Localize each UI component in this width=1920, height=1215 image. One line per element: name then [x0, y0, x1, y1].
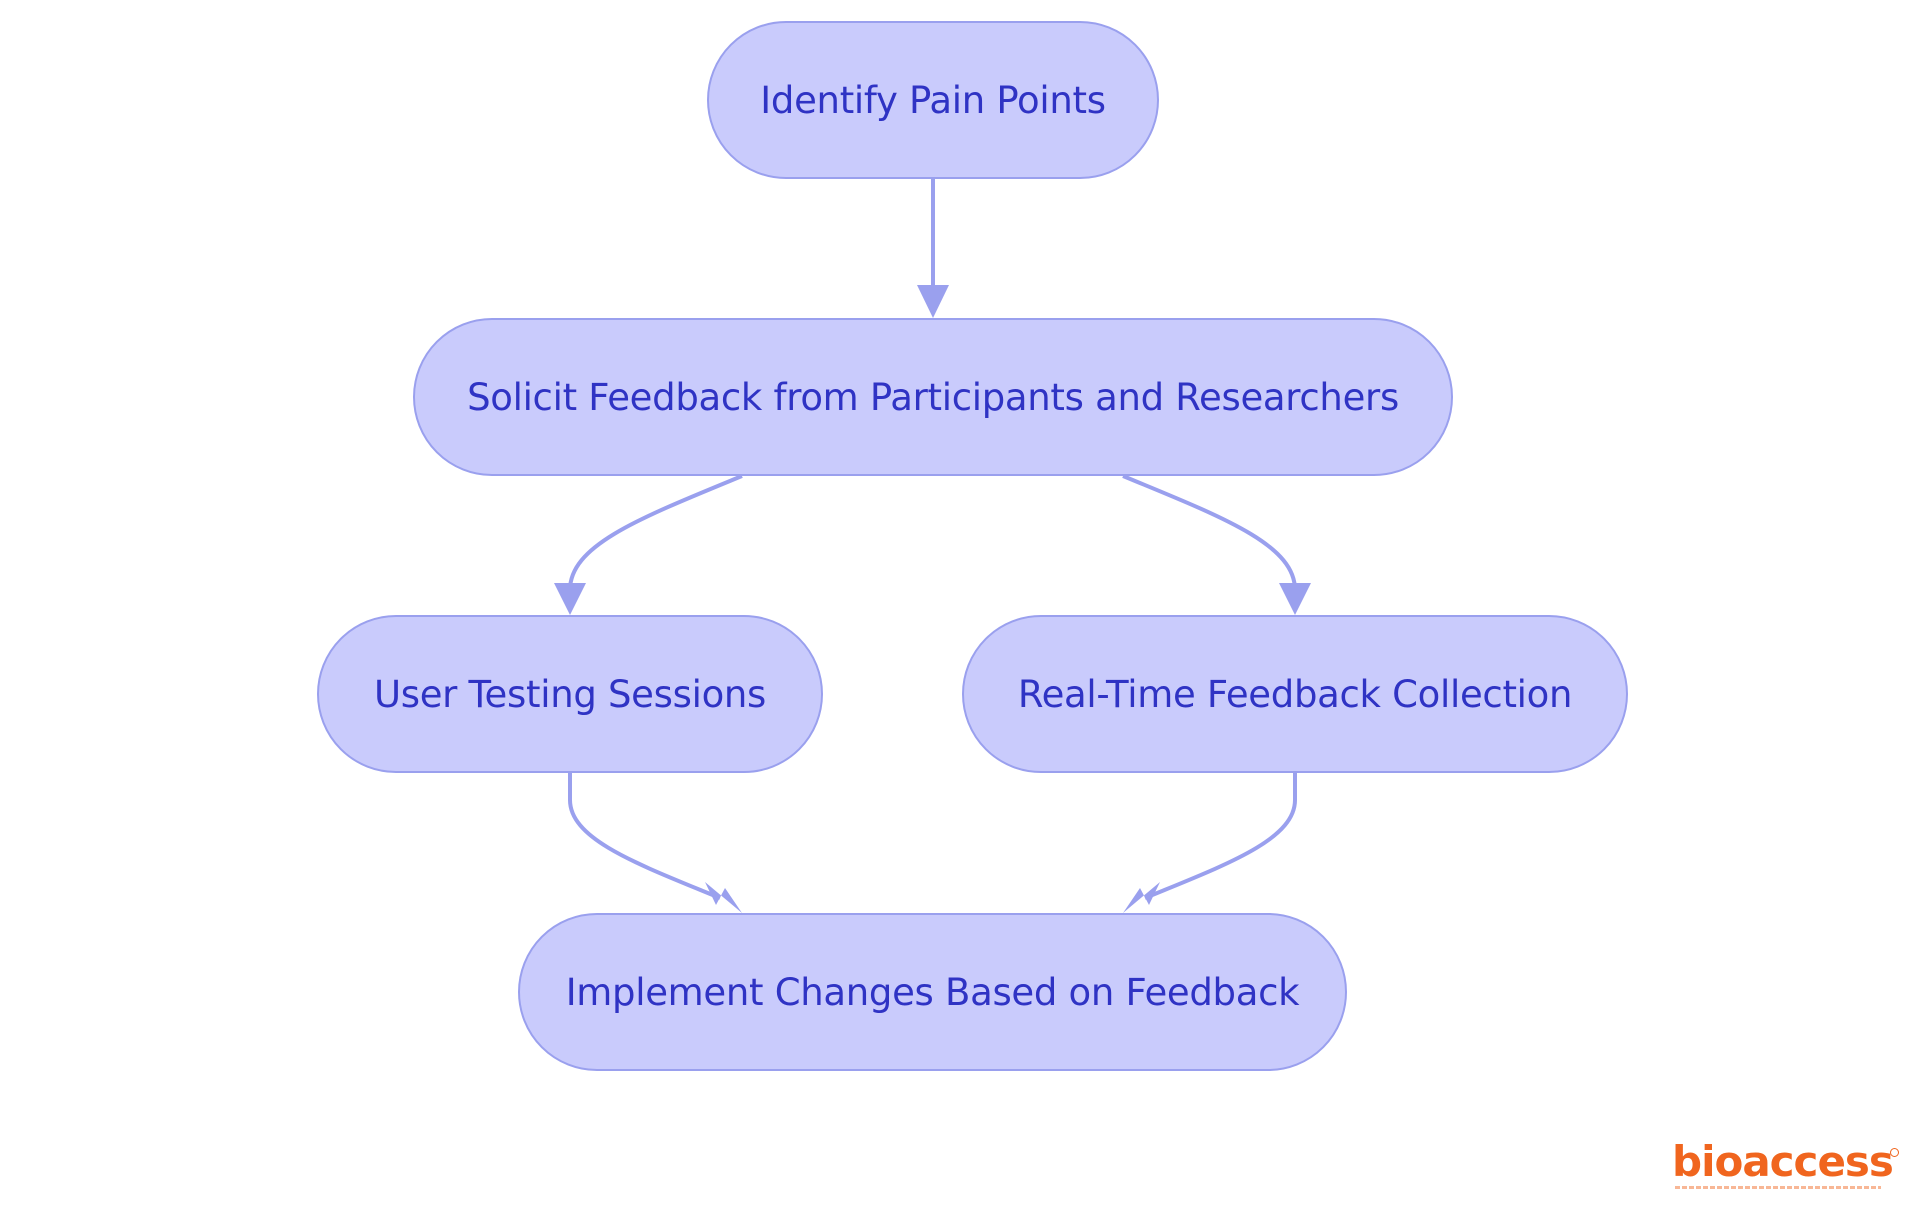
node-label: Real-Time Feedback Collection — [1017, 672, 1573, 716]
edge-n4-n5 — [1144, 773, 1297, 900]
arrowhead-n1-n2 — [917, 285, 949, 318]
node-solicit-feedback: Solicit Feedback from Participants and R… — [413, 318, 1453, 476]
node-user-testing-sessions: User Testing Sessions — [317, 615, 823, 773]
node-identify-pain-points: Identify Pain Points — [707, 21, 1159, 179]
logo-wordmark: bioaccess — [1672, 1137, 1894, 1186]
arrowhead-n2-n4 — [1279, 583, 1311, 615]
edge-n2-n3 — [568, 474, 743, 591]
node-label: Identify Pain Points — [760, 78, 1106, 122]
arrowhead-n2-n3 — [554, 583, 586, 615]
node-label: Solicit Feedback from Participants and R… — [467, 375, 1399, 419]
arrowhead-n3-n5 — [705, 882, 742, 913]
node-implement-changes: Implement Changes Based on Feedback — [518, 913, 1347, 1071]
arrowhead-n4-n5 — [1123, 882, 1160, 913]
edge-n2-n4 — [1122, 474, 1297, 591]
brand-logo: bioaccess — [1672, 1137, 1899, 1200]
registered-mark-icon — [1890, 1148, 1899, 1157]
edge-n3-n5 — [568, 773, 721, 900]
logo-tagline-decoration — [1675, 1186, 1881, 1189]
node-label: Implement Changes Based on Feedback — [565, 970, 1300, 1014]
node-label: User Testing Sessions — [373, 672, 767, 716]
node-real-time-feedback-collection: Real-Time Feedback Collection — [962, 615, 1628, 773]
